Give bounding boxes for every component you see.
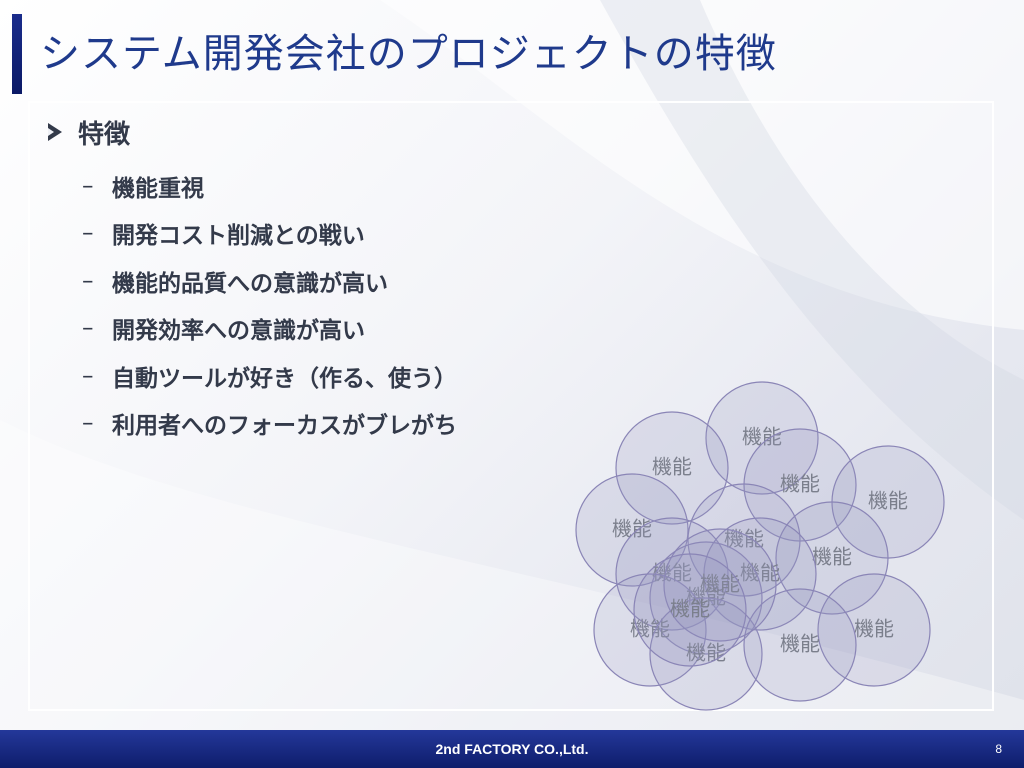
feature-circle: 機能 bbox=[615, 411, 729, 525]
feature-circle: 機能 bbox=[817, 573, 931, 687]
arrow-bullet-icon bbox=[48, 123, 62, 141]
bullet-dash: – bbox=[82, 172, 94, 199]
feature-circle-label: 機能 bbox=[652, 455, 692, 479]
list-item: –機能的品質への意識が高い bbox=[82, 257, 457, 305]
list-item: –利用者へのフォーカスがブレがち bbox=[82, 400, 457, 448]
feature-circle: 機能 bbox=[575, 473, 689, 587]
bullet-dash: – bbox=[82, 315, 94, 342]
bullet-dash: – bbox=[82, 220, 94, 247]
footer-bar: 2nd FACTORY CO.,Ltd. 8 bbox=[0, 730, 1024, 768]
feature-circle-label: 機能 bbox=[652, 561, 692, 585]
feature-circle-shape bbox=[705, 381, 819, 495]
feature-circle-shape bbox=[743, 588, 857, 702]
feature-circle-label: 機能 bbox=[700, 572, 740, 596]
page-number: 8 bbox=[995, 742, 1002, 756]
feature-circle-shape bbox=[817, 573, 931, 687]
feature-circle-shape bbox=[615, 517, 729, 631]
section-heading: 特徴 bbox=[48, 112, 130, 152]
feature-circle-label: 機能 bbox=[854, 617, 894, 641]
feature-circle: 機能 bbox=[743, 428, 857, 542]
feature-circle-shape bbox=[775, 501, 889, 615]
feature-circle-shape bbox=[615, 411, 729, 525]
feature-circle: 機能 bbox=[703, 517, 817, 631]
list-item: –開発効率への意識が高い bbox=[82, 305, 457, 353]
feature-circle: 機能 bbox=[743, 588, 857, 702]
feature-circle-label: 機能 bbox=[740, 561, 780, 585]
content-frame bbox=[28, 101, 994, 711]
feature-circle-shape bbox=[633, 553, 747, 667]
feature-circle: 機能 bbox=[633, 553, 747, 667]
feature-circle-label: 機能 bbox=[780, 472, 820, 496]
list-item-text: 機能重視 bbox=[112, 175, 204, 202]
section-heading-text: 特徴 bbox=[78, 119, 131, 150]
list-item: –開発コスト削減との戦い bbox=[82, 210, 457, 258]
list-item-text: 機能的品質への意識が高い bbox=[112, 270, 388, 297]
feature-circle: 機能 bbox=[663, 528, 777, 642]
bullet-dash: – bbox=[82, 267, 94, 294]
list-item-text: 開発コスト削減との戦い bbox=[112, 223, 365, 250]
feature-circle-label: 機能 bbox=[812, 545, 852, 569]
feature-circle-label: 機能 bbox=[612, 517, 652, 541]
feature-circle-shape bbox=[663, 528, 777, 642]
feature-circle: 機能 bbox=[615, 517, 729, 631]
feature-circle-shape bbox=[593, 573, 707, 687]
company-name: 2nd FACTORY CO.,Ltd. bbox=[435, 741, 589, 757]
list-item-text: 利用者へのフォーカスがブレがち bbox=[112, 413, 457, 440]
feature-circle-shape bbox=[703, 517, 817, 631]
bullet-list: –機能重視 –開発コスト削減との戦い –機能的品質への意識が高い –開発効率への… bbox=[82, 162, 457, 447]
feature-circle-label: 機能 bbox=[686, 641, 726, 665]
list-item: –機能重視 bbox=[82, 162, 457, 210]
feature-circle: 機能 bbox=[705, 381, 819, 495]
feature-circle-label: 機能 bbox=[686, 585, 726, 609]
slide-title: システム開発会社のプロジェクトの特徴 bbox=[40, 31, 777, 77]
list-item-text: 開発効率への意識が高い bbox=[112, 318, 365, 345]
feature-circle-shape bbox=[649, 597, 763, 711]
feature-circles-diagram: 機能機能機能機能機能機能機能機能機能機能機能機能機能機能機能機能 bbox=[575, 381, 945, 711]
title-accent-bar bbox=[12, 14, 22, 94]
bullet-dash: – bbox=[82, 410, 94, 437]
feature-circle-shape bbox=[575, 473, 689, 587]
list-item: –自動ツールが好き（作る、使う） bbox=[82, 352, 457, 400]
feature-circle-label: 機能 bbox=[868, 489, 908, 513]
feature-circle-label: 機能 bbox=[670, 597, 710, 621]
feature-circle: 機能 bbox=[775, 501, 889, 615]
feature-circle: 機能 bbox=[649, 597, 763, 711]
list-item-text: 自動ツールが好き（作る、使う） bbox=[112, 365, 457, 392]
bullet-dash: – bbox=[82, 362, 94, 389]
feature-circle-label: 機能 bbox=[780, 632, 820, 656]
